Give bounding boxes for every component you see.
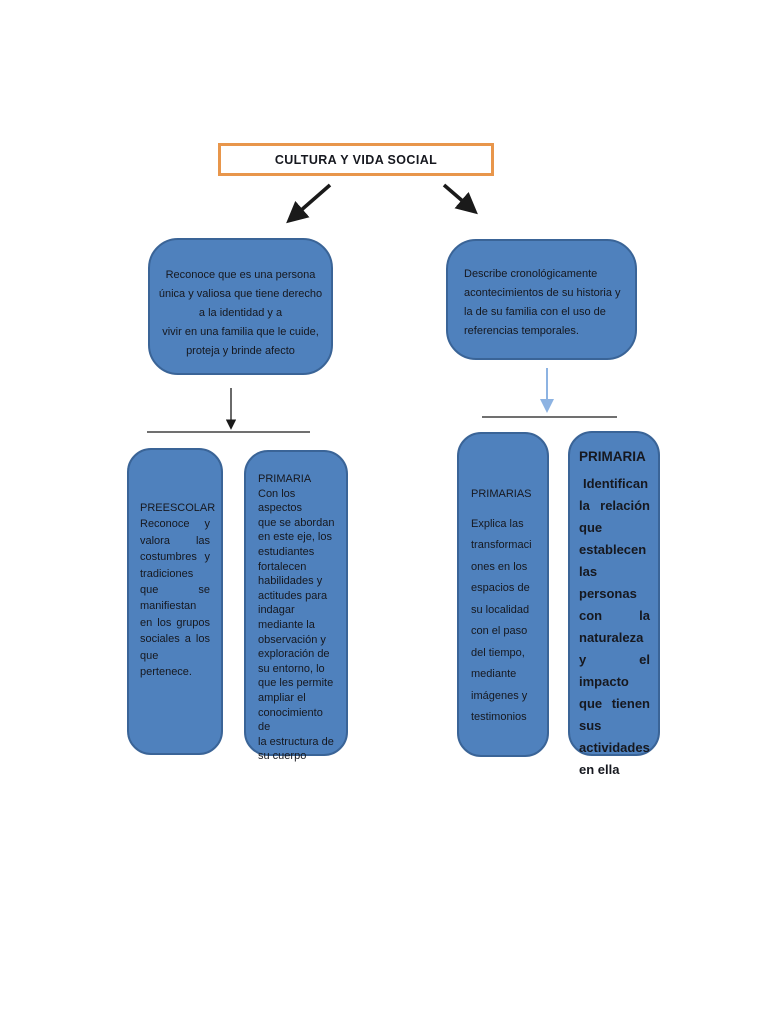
node-primarias-espacios: PRIMARIAS Explica las transformaci ones … bbox=[457, 432, 549, 757]
node-primaria-cuerpo: PRIMARIA Con los aspectos que se abordan… bbox=[244, 450, 348, 762]
arrow-title-to-chronology bbox=[442, 183, 478, 215]
node-identity-text: Reconoce que es una persona única y vali… bbox=[158, 269, 323, 357]
arrow-title-to-identity bbox=[286, 183, 332, 224]
node-primaria-naturaleza-text: Identifican la relación que establecen l… bbox=[579, 476, 650, 777]
node-primaria-naturaleza: PRIMARIA Identifican la relación que est… bbox=[568, 431, 660, 777]
node-primaria-cuerpo-title: PRIMARIA bbox=[258, 473, 312, 485]
node-chronology-text: Describe cronológicamente acontecimiento… bbox=[464, 268, 621, 337]
node-primaria-naturaleza-title: PRIMARIA bbox=[579, 449, 646, 464]
node-primaria-cuerpo-text: Con los aspectos que se abordan en este … bbox=[258, 487, 335, 763]
node-primarias-espacios-title: PRIMARIAS bbox=[471, 488, 532, 500]
node-identity: Reconoce que es una persona única y vali… bbox=[148, 238, 333, 375]
node-preescolar: PREESCOLAR Reconoce y valora las costumb… bbox=[127, 448, 223, 755]
node-preescolar-title: PREESCOLAR bbox=[140, 502, 216, 514]
node-chronology: Describe cronológicamente acontecimiento… bbox=[446, 239, 637, 360]
title-label: CULTURA Y VIDA SOCIAL bbox=[274, 152, 438, 167]
node-primarias-espacios-text: Explica las transformaci ones en los esp… bbox=[471, 517, 532, 724]
title-node: CULTURA Y VIDA SOCIAL bbox=[218, 143, 494, 176]
node-preescolar-text: Reconoce y valora las costumbres y tradi… bbox=[140, 518, 210, 679]
